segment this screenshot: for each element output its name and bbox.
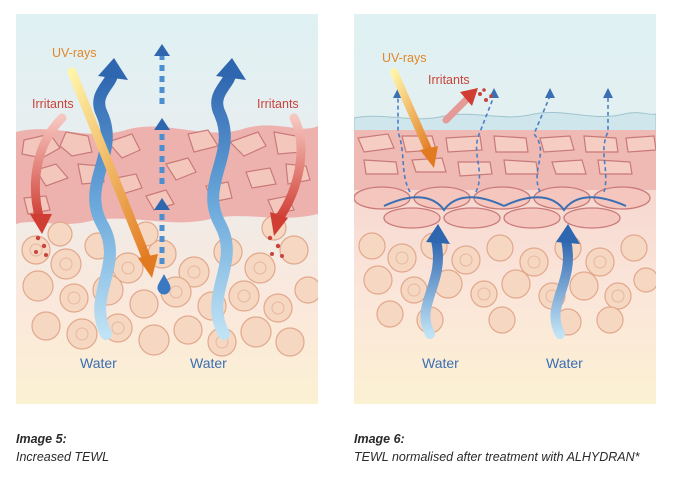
diagram-normalised-tewl: UV-rays Irritants Water Water [354, 14, 656, 404]
water-label-right: Water [546, 355, 583, 371]
uv-ray-arrow [67, 67, 158, 278]
caption-title: Image 5: [16, 432, 67, 446]
caption-title: Image 6: [354, 432, 405, 446]
irritant-arrow-right [270, 113, 306, 236]
irritant-particles [478, 88, 493, 102]
water-arrow-left [420, 224, 450, 339]
caption-image-5: Image 5: Increased TEWL [16, 430, 109, 466]
uv-rays-label: UV-rays [52, 46, 96, 60]
caption-text: Increased TEWL [16, 450, 110, 464]
diagram-increased-tewl: UV-rays Irritants Irritants Water Water [16, 14, 318, 404]
caption-text: TEWL normalised after treatment with ALH… [354, 450, 640, 464]
water-arrow-right [207, 58, 246, 340]
water-loss-dashed-arrows [397, 95, 609, 193]
water-arrow-right [550, 224, 580, 339]
water-arrow-left [89, 58, 128, 340]
water-label-left: Water [422, 355, 459, 371]
uv-rays-label: UV-rays [382, 51, 426, 65]
skin-flakes [357, 133, 656, 177]
skin-cells [358, 232, 656, 336]
uv-ray-arrow [390, 68, 438, 168]
irritant-particles [34, 235, 284, 258]
irritants-label-right: Irritants [257, 97, 299, 111]
water-label-right: Water [190, 355, 227, 371]
water-droplet [157, 274, 171, 295]
water-distribution-lines [383, 196, 627, 212]
water-label-left: Water [80, 355, 117, 371]
irritant-arrow [442, 88, 478, 124]
irritants-label: Irritants [428, 73, 470, 87]
irritant-arrow-left [30, 113, 67, 234]
irritants-label-left: Irritants [32, 97, 74, 111]
caption-image-6: Image 6: TEWL normalised after treatment… [354, 430, 640, 466]
